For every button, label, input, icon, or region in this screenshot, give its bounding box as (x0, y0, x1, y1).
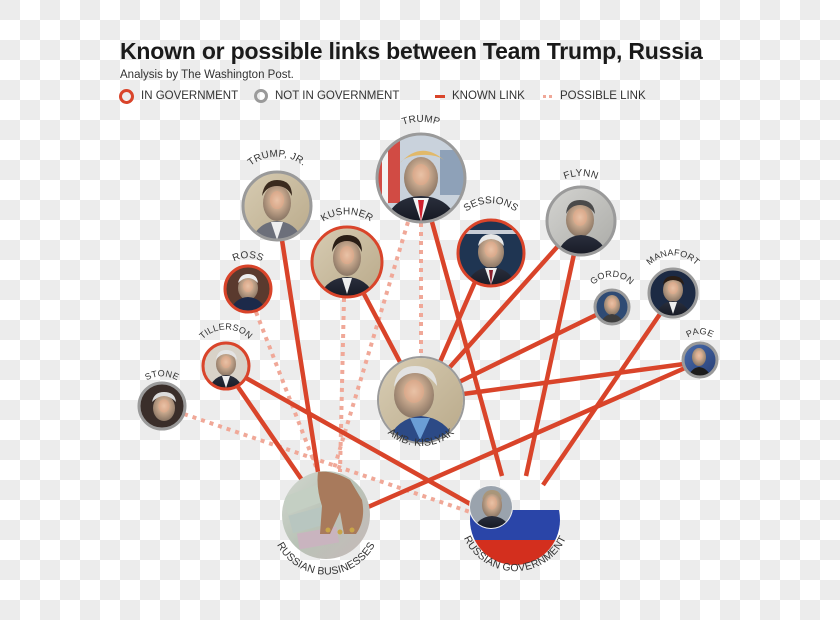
node-label-ross: ROSS (231, 250, 265, 264)
node-sessions[interactable]: SESSIONS (455, 195, 527, 290)
in-government-ring (456, 218, 526, 288)
rubles-image (282, 471, 370, 559)
known-link-tillerson-russian-government (244, 376, 474, 507)
known-link-trumpjr-russian-businesses (279, 239, 321, 473)
not-in-government-ring (545, 185, 617, 257)
known-link-page-russian-businesses (367, 365, 686, 510)
sessions-portrait (459, 221, 523, 285)
kislyak-portrait (379, 358, 463, 442)
not-in-government-ring (241, 170, 313, 242)
possible-link-kushner-russian-businesses (338, 297, 346, 473)
possible-link-ross-russian-businesses (254, 311, 320, 473)
node-trump-jr[interactable]: TRUMP, JR. (240, 148, 315, 245)
known-link-page-kislyak (462, 361, 685, 397)
node-russian-government[interactable]: RUSSIAN GOVERNMENT (461, 475, 569, 574)
node-label-gordon: GORDON (588, 269, 636, 287)
legend-known-link: KNOWN LINK (435, 88, 525, 104)
not-in-government-ring (137, 381, 187, 431)
node-stone[interactable]: STONE (137, 368, 188, 432)
possible-link-trump-russian-businesses (331, 221, 410, 473)
solid-line-icon (435, 94, 445, 98)
legend-not-in-government: NOT IN GOVERNMENT (254, 88, 399, 104)
node-label-tillerson: TILLERSON (197, 321, 254, 341)
chart-title: Known or possible links between Team Tru… (120, 38, 703, 64)
node-russian-businesses[interactable]: RUSSIAN BUSINESSES (274, 471, 377, 578)
known-link-flynn-kislyak (448, 244, 560, 369)
in-government-ring (201, 341, 251, 391)
not-in-government-ring (681, 341, 719, 379)
node-label-stone: STONE (143, 368, 180, 382)
node-ring (377, 356, 465, 444)
node-flynn[interactable]: FLYNN (545, 168, 618, 258)
red-ring-icon (119, 88, 134, 104)
node-page[interactable]: PAGE (681, 326, 719, 379)
node-label-page: PAGE (684, 326, 715, 339)
chart-subtitle: Analysis by The Washington Post. (120, 69, 294, 81)
legend-label: POSSIBLE LINK (560, 90, 646, 102)
node-kislyak[interactable]: AMB. KISLYAK (377, 356, 466, 449)
not-in-government-ring (593, 288, 631, 326)
in-government-ring (223, 264, 273, 314)
flynn-portrait (548, 188, 614, 254)
node-manafort[interactable]: MANAFORT (644, 247, 702, 319)
node-trump[interactable]: TRUMP (375, 114, 467, 224)
not-in-government-ring (375, 132, 467, 224)
legend-possible-link: POSSIBLE LINK (543, 88, 646, 104)
node-label-trump: TRUMP (401, 114, 442, 128)
trump-jr-portrait (244, 173, 310, 239)
trump-portrait (378, 135, 464, 221)
node-kushner[interactable]: KUSHNER (310, 206, 385, 300)
in-government-ring (310, 225, 384, 299)
putin-portrait (469, 485, 513, 529)
legend-in-government: IN GOVERNMENT (119, 88, 238, 104)
node-label-flynn: FLYNN (562, 168, 599, 182)
legend-label: NOT IN GOVERNMENT (275, 90, 400, 102)
node-tillerson[interactable]: TILLERSON (197, 321, 254, 392)
node-label-manafort: MANAFORT (644, 247, 701, 267)
known-link-flynn-russian-government (523, 253, 577, 477)
known-link-tillerson-russian-businesses (236, 385, 304, 482)
not-in-government-ring (647, 267, 699, 319)
stone-portrait (140, 384, 184, 428)
node-label-kushner: KUSHNER (319, 206, 375, 224)
known-link-kushner-kislyak (362, 292, 402, 364)
node-label-sessions: SESSIONS (462, 195, 520, 214)
known-link-sessions-kislyak (437, 281, 478, 363)
links (183, 221, 686, 514)
ross-portrait (226, 267, 270, 311)
node-label-trump-jr: TRUMP, JR. (246, 148, 308, 168)
known-link-manafort-russian-government (541, 312, 662, 487)
node-ross[interactable]: ROSS (223, 250, 274, 315)
legend-label: KNOWN LINK (452, 90, 525, 102)
legend-label: IN GOVERNMENT (141, 90, 239, 102)
dotted-line-icon (543, 94, 553, 98)
gray-ring-icon (254, 89, 268, 103)
known-link-gordon-kislyak (458, 312, 597, 385)
